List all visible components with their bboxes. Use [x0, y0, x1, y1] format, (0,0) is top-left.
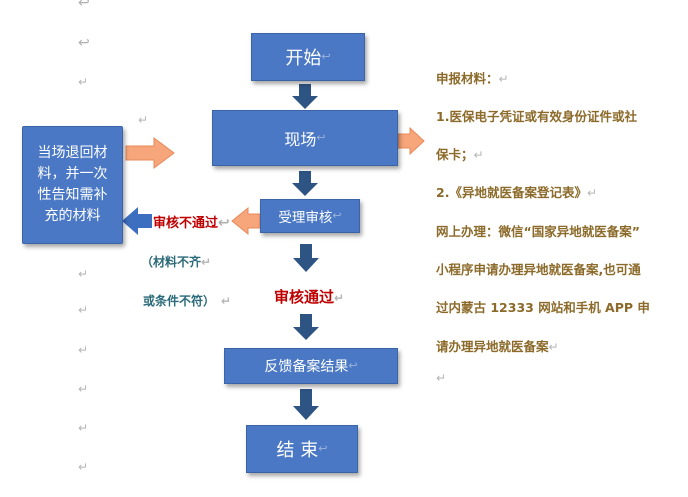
review-label: 受理审核 — [278, 210, 333, 226]
margin-mark: ↵ — [138, 113, 149, 127]
arrow-start-to-site — [292, 84, 318, 109]
arrow-site-to-review — [292, 171, 318, 196]
note-title: 申报材料：↵ — [436, 71, 509, 86]
arrow-pass-to-feedback — [293, 314, 319, 340]
start-label: 开始 — [285, 48, 322, 69]
arrow-reject-to-left-box — [122, 207, 152, 235]
arrow-feedback-to-end — [293, 389, 319, 420]
feedback-label: 反馈备案结果 — [264, 359, 349, 375]
margin-mark: ↵ — [78, 303, 89, 317]
return-line-1: 当场退回材 — [37, 145, 108, 161]
return-line-2: 料，并一次 — [37, 166, 108, 182]
end-box: 结 束 ↩ — [246, 425, 358, 473]
return-line-4: 充的材料 — [44, 208, 101, 224]
note-empty-return: ↵ — [436, 371, 447, 385]
margin-mark: ↩ — [78, 0, 90, 11]
margin-mark: ↵ — [78, 382, 89, 396]
note-online-1: 网上办理：微信“国家异地就医备案” — [436, 224, 640, 239]
note-online-4: 请办理异地就医备案↵ — [436, 339, 559, 354]
margin-mark: ↵ — [78, 343, 89, 357]
reject-reason-line-2: 或条件不符）↵ — [143, 294, 232, 308]
margin-mark: ↵ — [78, 421, 89, 435]
arrow-site-to-notes — [397, 126, 425, 156]
site-label: 现场 — [284, 130, 317, 149]
margin-mark: ↵ — [78, 460, 89, 474]
return-materials-box: 当场退回材 料，并一次 性告知需补 充的材料 — [22, 126, 123, 244]
margin-mark: ↵ — [78, 267, 89, 281]
note-item-1: 1.医保电子凭证或有效身份证件或社 — [436, 109, 637, 124]
arrow-review-to-pass — [293, 244, 319, 272]
end-label: 结 束 — [276, 440, 319, 461]
reject-reason-line-1: （材料不齐↵ — [141, 255, 212, 269]
margin-mark: ↵ — [78, 75, 89, 89]
reject-label: 审核不通过↩ — [153, 215, 230, 231]
arrow-review-to-reject — [231, 206, 261, 236]
margin-mark: ↩ — [78, 35, 90, 51]
review-box: 受理审核 ↩ — [260, 199, 360, 233]
feedback-box: 反馈备案结果 ↩ — [224, 348, 398, 384]
start-box: 开始 ↩ — [251, 33, 365, 81]
note-item-1-cont: 保卡；↵ — [436, 147, 484, 162]
note-online-2: 小程序申请办理异地就医备案,也可通 — [436, 262, 641, 277]
note-item-2: 2.《异地就医备案登记表》↵ — [436, 185, 598, 200]
arrow-left-to-site — [125, 137, 175, 169]
note-online-3: 过内蒙古 12333 网站和手机 APP 申 — [436, 300, 650, 315]
return-line-3: 性告知需补 — [37, 187, 108, 203]
site-box: 现场 ↩ — [212, 110, 398, 166]
pass-label: 审核通过↵ — [274, 288, 345, 306]
